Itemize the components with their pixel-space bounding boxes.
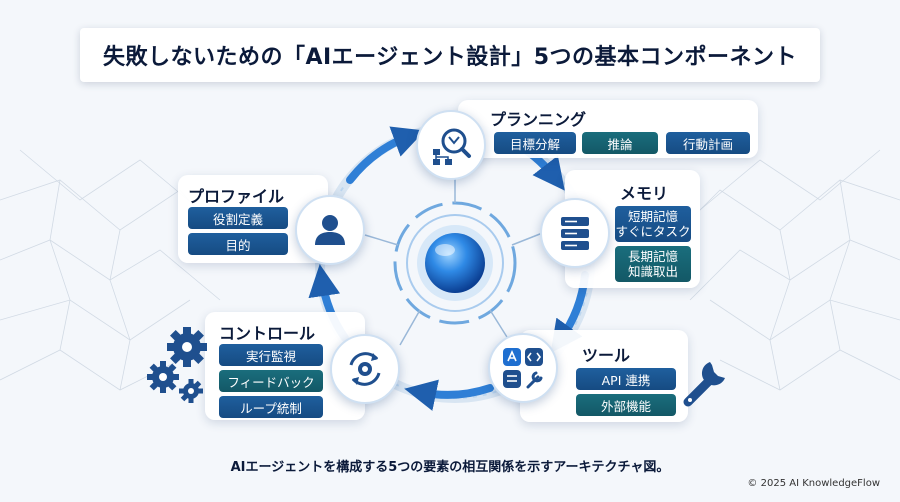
control-tag-2: フィードバック — [219, 370, 323, 392]
control-node — [330, 334, 400, 404]
control-title: コントロール — [219, 324, 316, 343]
planning-title: プランニング — [490, 110, 587, 129]
memory-tag-1-line-1: 短期記憶 — [627, 209, 678, 224]
memory-node — [540, 198, 610, 268]
control-tag-1: 実行監視 — [219, 344, 323, 366]
memory-title: メモリ — [620, 184, 669, 203]
user-icon — [315, 215, 345, 245]
title-banner: 失敗しないための「AIエージェント設計」5つの基本コンポーネント — [80, 28, 820, 82]
planning-tag-2: 推論 — [582, 132, 658, 154]
memory-tag-2: 長期記憶 知識取出 — [615, 246, 691, 282]
planning-tag-3: 行動計画 — [666, 132, 750, 154]
profile-title: プロファイル — [188, 187, 285, 206]
memory-tag-1-line-2: すぐにタスク — [615, 224, 691, 239]
planning-tag-1: 目標分解 — [494, 132, 576, 154]
tool-node — [488, 333, 558, 403]
page-title: 失敗しないための「AIエージェント設計」5つの基本コンポーネント — [102, 45, 798, 70]
profile-tag-1: 役割定義 — [188, 207, 288, 229]
caption: AIエージェントを構成する5つの要素の相互関係を示すアーキテクチャ図。 — [230, 460, 670, 475]
ai-core-orb-icon — [417, 225, 493, 301]
control-tag-3: ループ統制 — [219, 396, 323, 418]
copyright: © 2025 AI KnowledgeFlow — [747, 478, 880, 489]
memory-tag-2-line-1: 長期記憶 — [627, 249, 678, 264]
arrow-profile-to-planning — [346, 126, 426, 184]
server-stack-icon — [561, 217, 589, 250]
gears-icon — [147, 327, 207, 403]
memory-tag-2-line-2: 知識取出 — [627, 264, 678, 279]
profile-tag-2: 目的 — [188, 233, 288, 255]
memory-tag-1: 短期記憶 すぐにタスク — [615, 206, 691, 242]
tool-tag-1: API 連携 — [576, 368, 676, 390]
planning-node — [416, 110, 486, 180]
tool-tag-2: 外部機能 — [576, 394, 676, 416]
arrow-tool-to-control — [404, 379, 494, 411]
planning-card: プランニング 目標分解 推論 行動計画 — [458, 100, 758, 158]
app-tools-icon — [503, 348, 543, 389]
wrench-icon — [683, 362, 725, 407]
tool-title: ツール — [582, 346, 631, 365]
refresh-gear-icon — [349, 352, 381, 386]
profile-node — [295, 195, 365, 265]
magnifier-flowchart-icon — [433, 128, 471, 165]
